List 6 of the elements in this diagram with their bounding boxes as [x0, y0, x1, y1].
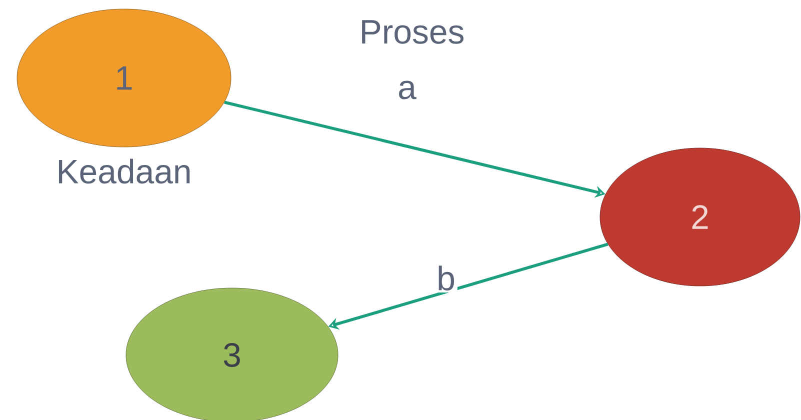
ellipse-node: 1 [16, 8, 232, 148]
node-caption: Keadaan [58, 158, 190, 184]
edge-label: a [396, 78, 418, 102]
edge-label: b [434, 264, 458, 292]
process-label: Proses [362, 20, 464, 44]
ellipse-node: 2 [600, 148, 800, 286]
